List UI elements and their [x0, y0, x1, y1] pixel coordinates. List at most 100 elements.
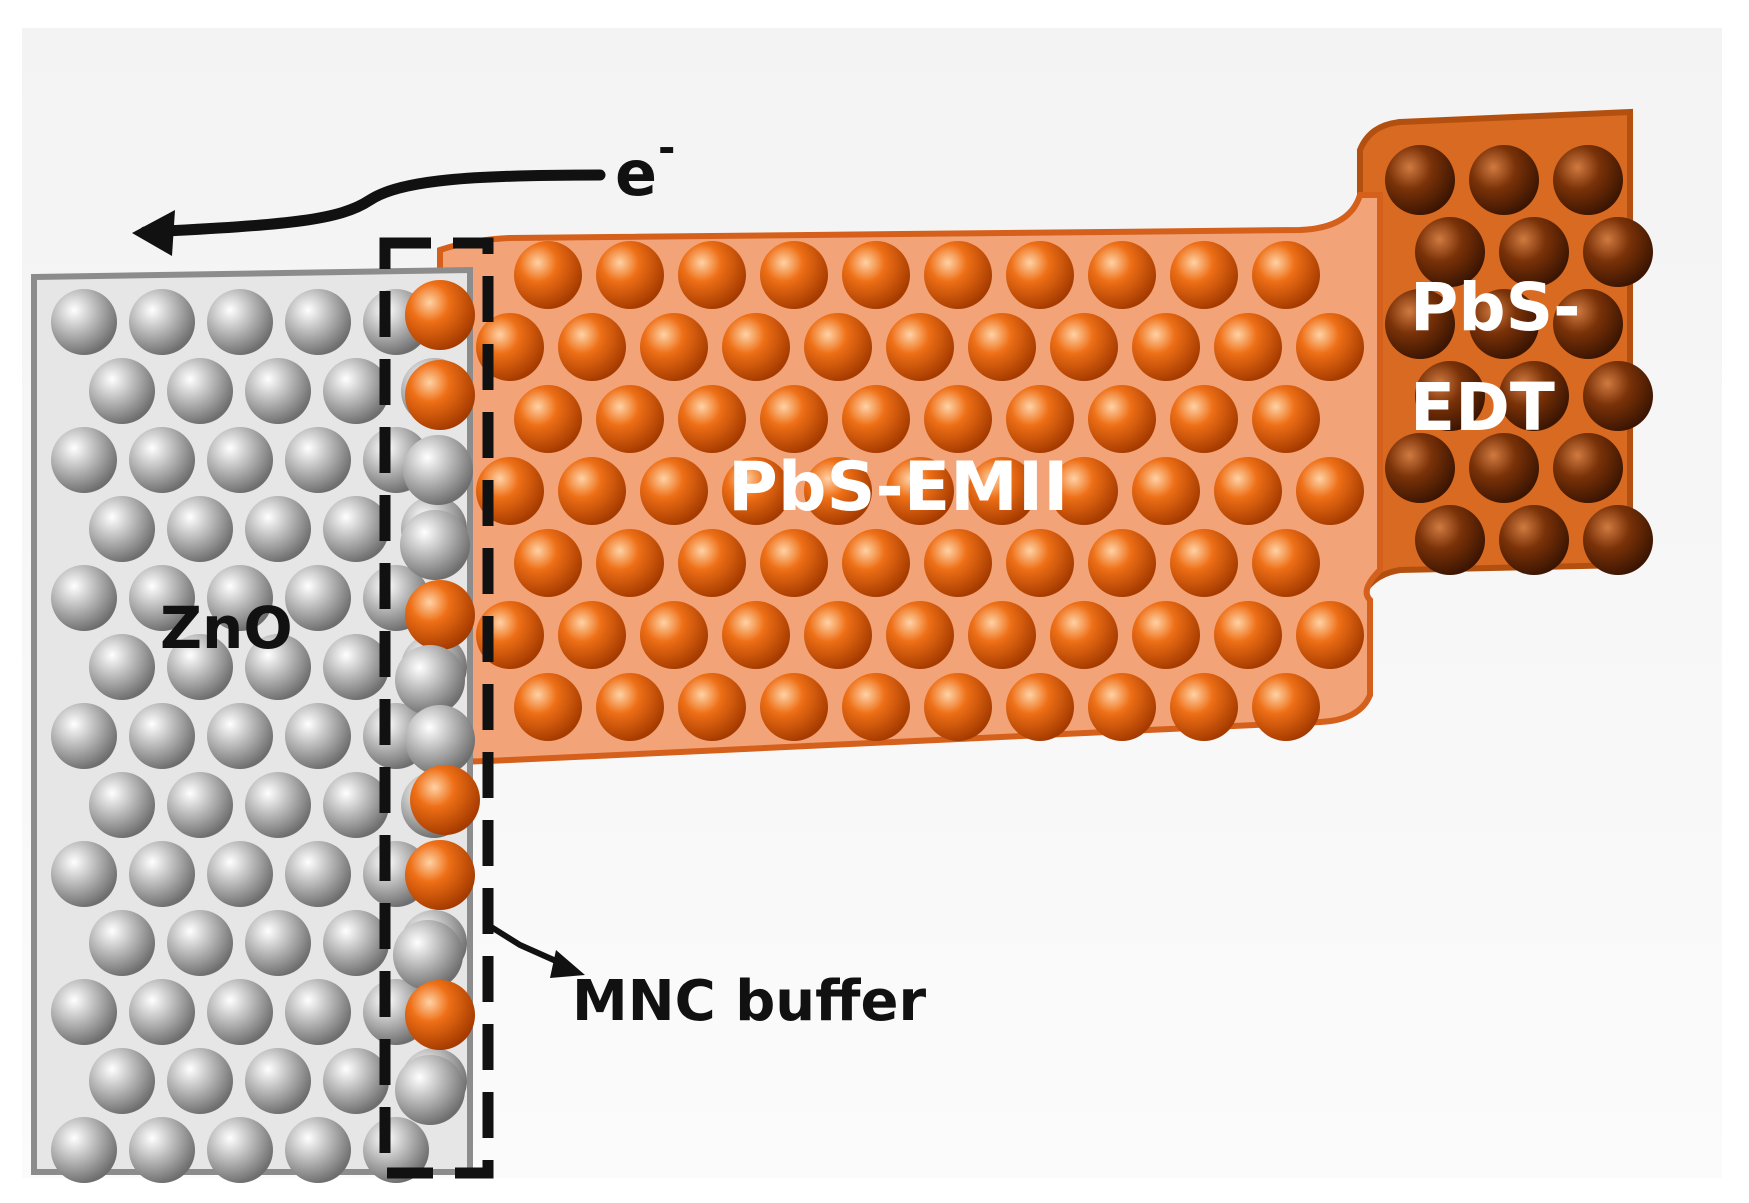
- zno-nanoparticle: [285, 565, 351, 631]
- pbs-emii-nanocrystal: [924, 385, 992, 453]
- zno-nanoparticle: [89, 1048, 155, 1114]
- pbs-emii-nanocrystal: [760, 529, 828, 597]
- zno-nanoparticle: [167, 1048, 233, 1114]
- zno-nanoparticle: [285, 289, 351, 355]
- pbs-emii-nanocrystal: [678, 673, 746, 741]
- zno-nanoparticle: [89, 910, 155, 976]
- zno-nanoparticle: [323, 496, 389, 562]
- pbs-emii-nanocrystal: [1088, 673, 1156, 741]
- pbs-emii-nanocrystal: [558, 601, 626, 669]
- pbs-emii-nanocrystal: [640, 601, 708, 669]
- pbs-edt-nanocrystal: [1499, 217, 1569, 287]
- zno-nanoparticle: [285, 1117, 351, 1183]
- electron-flow-arrowhead: [132, 210, 175, 256]
- zno-nanoparticle: [323, 1048, 389, 1114]
- pbs-emii-nanocrystal: [1214, 601, 1282, 669]
- pbs-emii-nanocrystal: [514, 385, 582, 453]
- pbs-emii-nanocrystal: [760, 241, 828, 309]
- pbs-emii-nanocrystal: [842, 385, 910, 453]
- pbs-emii-nanocrystal: [514, 529, 582, 597]
- buffer-nanocrystal: [410, 765, 480, 835]
- buffer-pointer-arrow: [486, 922, 567, 968]
- zno-nanoparticle: [129, 1117, 195, 1183]
- pbs-emii-nanocrystal: [678, 241, 746, 309]
- pbs-emii-nanocrystal: [596, 385, 664, 453]
- pbs-edt-nanocrystal: [1385, 433, 1455, 503]
- buffer-nanocrystal: [405, 980, 475, 1050]
- pbs-edt-nanocrystal: [1499, 361, 1569, 431]
- pbs-emii-nanocrystal: [968, 601, 1036, 669]
- buffer-nanocrystal: [395, 1055, 465, 1125]
- zno-nanoparticle: [51, 841, 117, 907]
- nanocrystal-spheres: [51, 145, 1653, 1183]
- pbs-emii-nanocrystal: [924, 241, 992, 309]
- pbs-emii-nanocrystal: [1088, 529, 1156, 597]
- electron-label: e: [615, 137, 657, 210]
- zno-nanoparticle: [167, 772, 233, 838]
- zno-nanoparticle: [285, 427, 351, 493]
- pbs-emii-nanocrystal: [1170, 529, 1238, 597]
- zno-nanoparticle: [323, 910, 389, 976]
- zno-nanoparticle: [51, 979, 117, 1045]
- pbs-edt-nanocrystal: [1469, 289, 1539, 359]
- zno-nanoparticle: [129, 289, 195, 355]
- pbs-emii-nanocrystal: [1252, 673, 1320, 741]
- pbs-edt-nanocrystal: [1499, 505, 1569, 575]
- zno-nanoparticle: [129, 703, 195, 769]
- pbs-emii-nanocrystal: [1006, 529, 1074, 597]
- pbs-emii-nanocrystal: [804, 313, 872, 381]
- pbs-emii-nanocrystal: [968, 457, 1036, 525]
- zno-nanoparticle: [245, 634, 311, 700]
- zno-nanoparticle: [207, 565, 273, 631]
- buffer-nanocrystal: [405, 580, 475, 650]
- mnc-buffer-label: MNC buffer: [572, 969, 926, 1034]
- zno-nanoparticle: [89, 496, 155, 562]
- pbs-emii-nanocrystal: [1252, 385, 1320, 453]
- pbs-edt-nanocrystal: [1469, 145, 1539, 215]
- zno-nanoparticle: [207, 289, 273, 355]
- pbs-emii-nanocrystal: [924, 529, 992, 597]
- pbs-edt-nanocrystal: [1553, 433, 1623, 503]
- pbs-emii-nanocrystal: [722, 457, 790, 525]
- electron-flow-arrow: [139, 169, 606, 238]
- zno-nanoparticle: [89, 358, 155, 424]
- pbs-emii-nanocrystal: [1170, 385, 1238, 453]
- pbs-emii-nanocrystal: [1132, 601, 1200, 669]
- zno-nanoparticle: [167, 496, 233, 562]
- pbs-emii-nanocrystal: [804, 601, 872, 669]
- pbs-emii-nanocrystal: [1006, 385, 1074, 453]
- pbs-emii-nanocrystal: [1296, 601, 1364, 669]
- zno-nanoparticle: [245, 910, 311, 976]
- pbs-edt-nanocrystal: [1415, 505, 1485, 575]
- zno-nanoparticle: [207, 979, 273, 1045]
- pbs-edt-nanocrystal: [1583, 361, 1653, 431]
- pbs-emii-nanocrystal: [842, 529, 910, 597]
- zno-nanoparticle: [245, 496, 311, 562]
- pbs-edt-nanocrystal: [1469, 433, 1539, 503]
- pbs-emii-nanocrystal: [514, 673, 582, 741]
- pbs-emii-nanocrystal: [968, 313, 1036, 381]
- zno-nanoparticle: [245, 1048, 311, 1114]
- pbs-emii-nanocrystal: [760, 673, 828, 741]
- pbs-emii-nanocrystal: [1006, 673, 1074, 741]
- zno-nanoparticle: [207, 841, 273, 907]
- pbs-emii-nanocrystal: [924, 673, 992, 741]
- pbs-emii-nanocrystal: [1214, 457, 1282, 525]
- pbs-emii-nanocrystal: [678, 529, 746, 597]
- pbs-emii-nanocrystal: [558, 313, 626, 381]
- pbs-edt-nanocrystal: [1385, 145, 1455, 215]
- zno-nanoparticle: [89, 772, 155, 838]
- zno-nanoparticle: [51, 703, 117, 769]
- pbs-emii-nanocrystal: [804, 457, 872, 525]
- zno-nanoparticle: [285, 841, 351, 907]
- pbs-emii-nanocrystal: [596, 529, 664, 597]
- zno-nanoparticle: [323, 358, 389, 424]
- pbs-edt-nanocrystal: [1583, 217, 1653, 287]
- pbs-edt-nanocrystal: [1583, 505, 1653, 575]
- pbs-emii-nanocrystal: [596, 673, 664, 741]
- pbs-emii-nanocrystal: [1088, 241, 1156, 309]
- pbs-edt-nanocrystal: [1553, 145, 1623, 215]
- buffer-nanocrystal: [405, 840, 475, 910]
- zno-nanoparticle: [129, 841, 195, 907]
- pbs-emii-nanocrystal: [640, 457, 708, 525]
